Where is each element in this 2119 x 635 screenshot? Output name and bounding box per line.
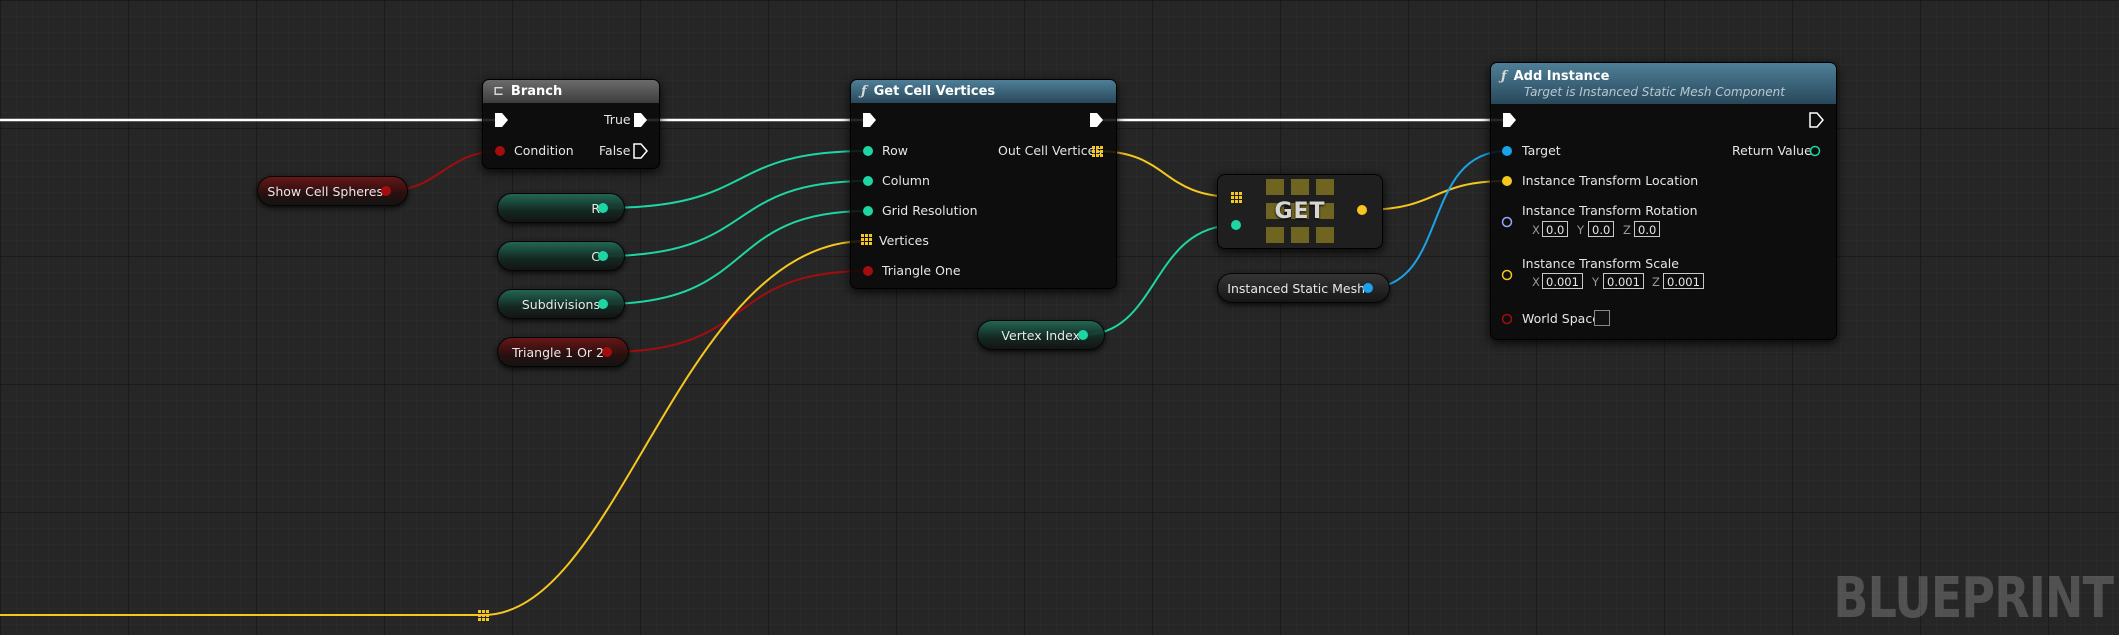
scale-z-field[interactable]: 0.001 <box>1663 273 1704 289</box>
add-instance-node-header[interactable]: ƒ Add Instance Target is Instanced Stati… <box>1491 63 1836 104</box>
triangle-1-or-2-label: Triangle 1 Or 2 <box>512 344 604 360</box>
world-space-checkbox[interactable] <box>1594 310 1610 326</box>
array-grid-icon <box>1266 179 1334 243</box>
branch-false-label: False <box>599 143 631 158</box>
c-out-pin[interactable] <box>598 251 608 261</box>
row-pin[interactable] <box>863 146 873 156</box>
column-pin[interactable] <box>863 176 873 186</box>
vertices-array-pin[interactable] <box>861 234 872 245</box>
get-cell-vertices-node-header[interactable]: ƒ Get Cell Vertices <box>851 80 1116 103</box>
subdivisions-label: Subdivisions <box>521 296 600 312</box>
triangle-one-pin-label: Triangle One <box>882 263 961 278</box>
show-cell-spheres-out-pin[interactable] <box>381 186 391 196</box>
column-pin-label: Column <box>882 173 930 188</box>
out-cell-vertices-pin-label: Out Cell Vertices <box>998 143 1102 158</box>
return-value-pin-label: Return Value <box>1732 143 1812 158</box>
add-instance-title: Add Instance <box>1513 68 1610 84</box>
function-icon: ƒ <box>1501 68 1507 84</box>
rotation-z-field[interactable]: 0.0 <box>1634 221 1661 237</box>
rotation-z-label: Z <box>1623 223 1631 237</box>
r-label: R <box>591 200 600 216</box>
instanced-static-mesh-label: Instanced Static Mesh <box>1227 280 1365 296</box>
world-space-pin-label: World Space <box>1522 311 1600 326</box>
grid-resolution-pin[interactable] <box>863 206 873 216</box>
array-get-out-pin[interactable] <box>1357 205 1367 215</box>
row-pin-label: Row <box>882 143 908 158</box>
triangle-one-pin[interactable] <box>863 266 873 276</box>
world-space-pin[interactable] <box>1501 313 1513 325</box>
branch-condition-label: Condition <box>514 143 574 158</box>
instanced-static-mesh-out-pin[interactable] <box>1363 283 1373 293</box>
return-value-pin[interactable] <box>1809 145 1821 157</box>
r-out-pin[interactable] <box>598 203 608 213</box>
reroute-array-knot[interactable] <box>478 610 489 621</box>
scale-x-field[interactable]: 0.001 <box>1542 273 1583 289</box>
get-cell-vertices-node[interactable]: ƒ Get Cell Vertices <box>850 79 1117 289</box>
array-get-label: GET <box>1274 199 1326 224</box>
scale-z-label: Z <box>1652 275 1660 289</box>
rotation-y-label: Y <box>1577 223 1585 237</box>
array-get-index-pin[interactable] <box>1231 220 1241 230</box>
instance-scale-pin-label: Instance Transform Scale <box>1522 256 1679 271</box>
instance-location-pin[interactable] <box>1502 176 1512 186</box>
branch-node-title: Branch <box>510 84 563 99</box>
triangle-1-or-2-out-pin[interactable] <box>602 347 612 357</box>
branch-true-label: True <box>604 112 631 127</box>
scale-y-label: Y <box>1592 275 1600 289</box>
scale-y-field[interactable]: 0.001 <box>1603 273 1644 289</box>
branch-exec-in-pin[interactable] <box>495 113 508 127</box>
add-instance-node[interactable]: ƒ Add Instance Target is Instanced Stati… <box>1490 62 1837 340</box>
rotation-x-field[interactable]: 0.0 <box>1542 221 1569 237</box>
target-pin[interactable] <box>1502 146 1512 156</box>
add-instance-subtitle: Target is Instanced Static Mesh Componen… <box>1524 84 1785 99</box>
function-icon: ƒ <box>861 84 867 99</box>
branch-true-exec-pin[interactable] <box>634 113 647 127</box>
branch-condition-pin[interactable] <box>495 146 505 156</box>
vertex-index-out-pin[interactable] <box>1078 330 1088 340</box>
rotation-x-label: X <box>1532 223 1540 237</box>
array-get-node[interactable]: GET <box>1217 174 1383 249</box>
subdivisions-out-pin[interactable] <box>598 299 608 309</box>
out-cell-vertices-array-pin[interactable] <box>1092 146 1103 157</box>
target-pin-label: Target <box>1522 143 1561 158</box>
blueprint-watermark: BLUEPRINT <box>1833 566 2114 631</box>
get-cell-vertices-exec-in-pin[interactable] <box>863 113 876 127</box>
vertices-pin-label: Vertices <box>879 233 929 248</box>
show-cell-spheres-label: Show Cell Spheres <box>267 183 383 199</box>
add-instance-exec-out-pin[interactable] <box>1809 112 1824 128</box>
instance-location-pin-label: Instance Transform Location <box>1522 173 1699 188</box>
vertex-index-label: Vertex Index <box>1001 327 1080 343</box>
get-cell-vertices-title: Get Cell Vertices <box>873 84 996 99</box>
add-instance-exec-in-pin[interactable] <box>1503 113 1516 127</box>
branch-node-header[interactable]: ⊏ Branch <box>483 80 659 103</box>
array-get-array-in-pin[interactable] <box>1231 192 1242 203</box>
grid-resolution-pin-label: Grid Resolution <box>882 203 978 218</box>
branch-icon: ⊏ <box>493 84 504 99</box>
scale-x-label: X <box>1532 275 1540 289</box>
rotation-y-field[interactable]: 0.0 <box>1588 221 1615 237</box>
instance-rotation-pin-label: Instance Transform Rotation <box>1522 203 1698 218</box>
